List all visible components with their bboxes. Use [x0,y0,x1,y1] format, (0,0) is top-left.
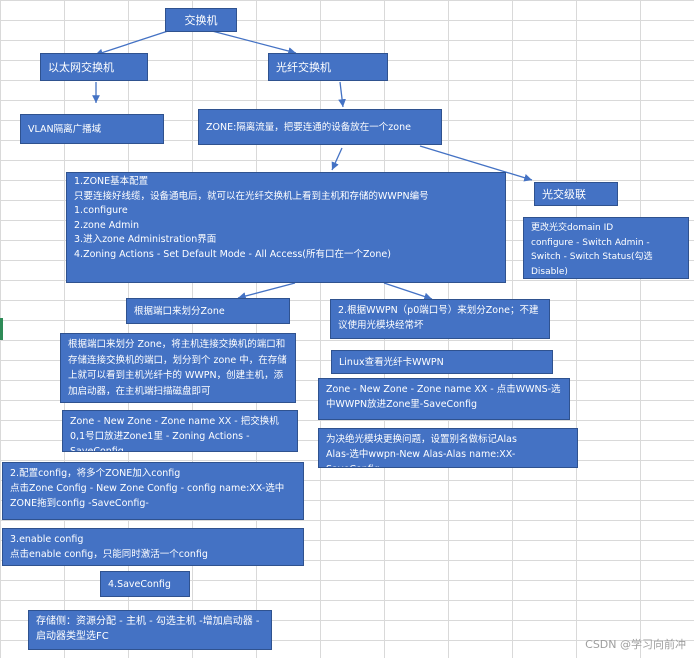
node-cascade-detail: 更改光交domain ID configure - Switch Admin -… [523,217,689,279]
node-storage: 存储侧：资源分配 - 主机 - 勾选主机 -增加启动器 - 启动器类型选FC [28,610,272,650]
node-linux-check: Linux查看光纤卡WWPN [331,350,553,374]
node-enable-config: 3.enable config 点击enable config，只能同时激活一个… [2,528,304,566]
node-port-explanation: 根据端口来划分 Zone，将主机连接交换机的端口和存储连接交换机的端口，划分到个… [60,333,296,403]
watermark: CSDN @学习向前冲 [585,638,686,651]
node-zone: ZONE:隔离流量，把要连通的设备放在一个zone [198,109,442,145]
node-vlan: VLAN隔离广播域 [20,114,164,144]
node-port-steps: Zone - New Zone - Zone name XX - 把交换机0,1… [62,410,298,452]
node-ethernet-switch: 以太网交换机 [40,53,148,81]
node-switch: 交换机 [165,8,237,32]
node-cascade: 光交级联 [534,182,618,206]
node-config: 2.配置config，将多个ZONE加入config 点击Zone Config… [2,462,304,520]
node-fc-switch: 光纤交换机 [268,53,388,81]
node-by-port: 根据端口来划分Zone [126,298,290,324]
node-zone-basic-config: 1.ZONE基本配置 只要连接好线缆，设备通电后，就可以在光纤交换机上看到主机和… [66,172,506,283]
node-alias: 为决绝光模块更换问题，设置别名做标记Alas Alas-选中wwpn-New A… [318,428,578,468]
node-by-wwpn: 2.根据WWPN（p0端口号）来划分Zone；不建议使用光模块经常坏 [330,299,550,339]
node-save-config: 4.SaveConfig [100,571,190,597]
row-selection-marker [0,318,3,340]
node-wwpn-steps: Zone - New Zone - Zone name XX - 点击WWNS-… [318,378,570,420]
